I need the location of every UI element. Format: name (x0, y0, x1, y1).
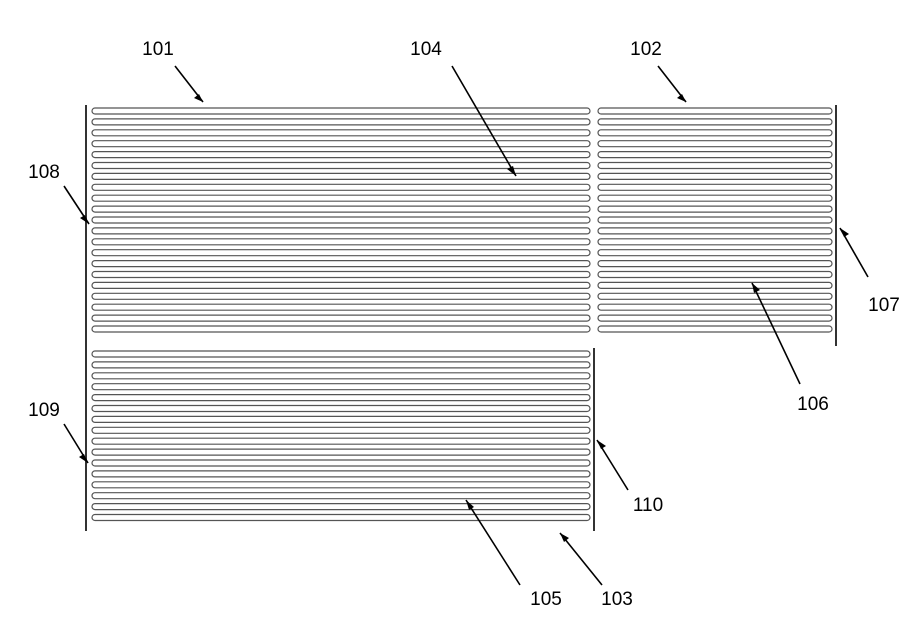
leader-106 (752, 283, 800, 384)
region-102-bar (598, 239, 832, 245)
region-103-bar (92, 515, 590, 521)
label-109: 109 (28, 400, 60, 421)
region-101-bar (92, 293, 590, 299)
region-101-bar (92, 163, 590, 169)
region-101-bar (92, 228, 590, 234)
region-102-bar (598, 206, 832, 212)
region-103-bar (92, 493, 590, 499)
region-103-bar (92, 395, 590, 401)
region-101-bar (92, 206, 590, 212)
region-102-bar (598, 326, 832, 332)
label-102: 102 (630, 39, 662, 60)
region-101-bar (92, 217, 590, 223)
region-101-bar (92, 250, 590, 256)
region-103-bar (92, 460, 590, 466)
region-102-bar (598, 119, 832, 125)
label-101: 101 (142, 39, 174, 60)
arrowhead-110 (597, 440, 606, 449)
label-108: 108 (28, 162, 60, 183)
region-103-bar (92, 373, 590, 379)
arrowhead-108 (80, 215, 89, 224)
region-102-bar (598, 250, 832, 256)
region-103-bar (92, 384, 590, 390)
leader-104 (452, 66, 516, 176)
label-103: 103 (601, 589, 633, 610)
region-101-bar (92, 304, 590, 310)
leader-103 (560, 533, 602, 585)
region-101-bar (92, 108, 590, 114)
region-103-bar (92, 504, 590, 510)
region-101-bar (92, 141, 590, 147)
arrowhead-107 (840, 228, 849, 237)
region-103-bar (92, 427, 590, 433)
region-103-bar (92, 362, 590, 368)
region-101-bar (92, 261, 590, 267)
region-103-bar (92, 482, 590, 488)
region-101-bar (92, 152, 590, 158)
region-102-bar (598, 228, 832, 234)
region-103-bar (92, 406, 590, 412)
label-107: 107 (868, 295, 900, 316)
arrowhead-104 (507, 166, 516, 176)
label-110: 110 (633, 495, 663, 516)
region-101-bar (92, 282, 590, 288)
region-103-bar (92, 438, 590, 444)
region-103-bar (92, 449, 590, 455)
region-101-bar (92, 184, 590, 190)
region-102-bar (598, 282, 832, 288)
region-102-bar (598, 163, 832, 169)
region-102-bars (598, 108, 832, 332)
arrowhead-103 (560, 533, 569, 542)
region-102-bar (598, 152, 832, 158)
region-102-bar (598, 141, 832, 147)
label-104: 104 (410, 39, 442, 60)
region-102-bar (598, 261, 832, 267)
arrowhead-105 (466, 500, 474, 510)
region-102-bar (598, 272, 832, 278)
region-101-bar (92, 239, 590, 245)
region-101-bar (92, 130, 590, 136)
region-102-bar (598, 195, 832, 201)
region-101-bar (92, 326, 590, 332)
region-102-bar (598, 293, 832, 299)
label-106: 106 (797, 394, 829, 415)
arrowhead-101 (194, 94, 203, 102)
region-102-bar (598, 184, 832, 190)
region-102-bar (598, 304, 832, 310)
region-102-bar (598, 315, 832, 321)
label-105: 105 (530, 589, 562, 610)
region-101-bar (92, 272, 590, 278)
region-101-bar (92, 315, 590, 321)
leader-105 (466, 500, 520, 585)
region-103-bar (92, 416, 590, 422)
region-102-bar (598, 217, 832, 223)
arrowhead-102 (677, 94, 686, 102)
region-102-bar (598, 130, 832, 136)
region-101-bar (92, 119, 590, 125)
region-101-bar (92, 195, 590, 201)
region-102-bar (598, 173, 832, 179)
region-101-bars (92, 108, 590, 332)
region-102-bar (598, 108, 832, 114)
region-103-bars (92, 351, 590, 521)
region-103-bar (92, 471, 590, 477)
region-103-bar (92, 351, 590, 357)
